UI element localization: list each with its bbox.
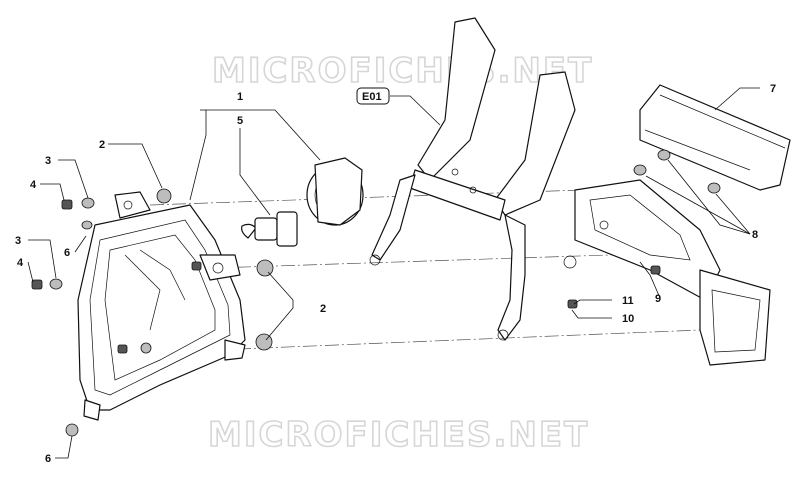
headlight-bulb [241,211,298,247]
callout-3-bottom: 3 [15,235,21,247]
e01-label-box: E01 [356,87,390,105]
callout-9: 9 [655,293,661,305]
callout-5: 5 [237,115,243,127]
callout-2-top: 2 [99,139,105,151]
hardware-left [31,188,274,437]
callout-7: 7 [770,83,776,95]
headlight-housing [77,191,246,421]
headlight-support-frame [369,17,576,341]
leader-lines [27,87,760,459]
callout-labels: 1 5 2 2 3 3 4 4 6 6 7 8 9 10 11 [15,83,776,465]
e01-label: E01 [362,91,382,103]
callout-10: 10 [622,313,634,325]
watermark-top: MICROFICHES.NET [212,51,593,91]
bulb-cover-ring [306,157,364,226]
callout-8: 8 [752,229,758,241]
callout-4-bottom: 4 [17,257,24,269]
instrument-cluster [633,84,791,194]
callout-6-top: 6 [64,247,70,259]
callout-11: 11 [622,295,634,307]
callout-6-bottom: 6 [45,453,51,465]
cluster-support-bracket [563,179,771,366]
callout-4-top: 4 [30,179,37,191]
callout-3-top: 3 [45,155,51,167]
callout-1: 1 [237,91,243,103]
callout-2-bottom: 2 [320,303,326,315]
watermark-bottom: MICROFICHES.NET [208,415,589,455]
